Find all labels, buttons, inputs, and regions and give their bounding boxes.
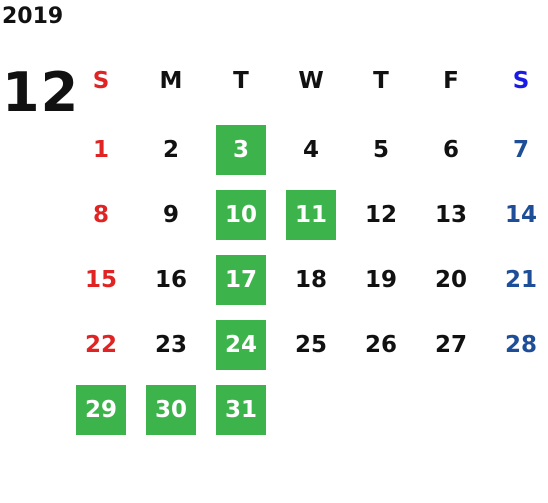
day-cell-21[interactable]: 21	[504, 267, 537, 293]
day-cell-7[interactable]: 7	[512, 137, 529, 163]
day-cell-17[interactable]: 17	[216, 255, 266, 305]
year-label: 2019	[2, 4, 64, 29]
weekday-header-0: S	[92, 68, 110, 94]
day-cell-2[interactable]: 2	[162, 137, 179, 163]
day-cell-10[interactable]: 10	[216, 190, 266, 240]
weekday-header-3: W	[298, 68, 324, 94]
weekday-header-2: T	[233, 68, 249, 94]
day-cell-6[interactable]: 6	[442, 137, 459, 163]
day-cell-15[interactable]: 15	[84, 267, 117, 293]
day-cell-25[interactable]: 25	[294, 332, 327, 358]
day-cell-29[interactable]: 29	[76, 385, 126, 435]
day-cell-20[interactable]: 20	[434, 267, 467, 293]
day-cell-22[interactable]: 22	[84, 332, 117, 358]
day-cell-23[interactable]: 23	[154, 332, 187, 358]
day-cell-11[interactable]: 11	[286, 190, 336, 240]
month-number: 12	[2, 61, 80, 124]
day-cell-14[interactable]: 14	[504, 202, 537, 228]
day-cell-18[interactable]: 18	[294, 267, 327, 293]
day-cell-26[interactable]: 26	[364, 332, 397, 358]
day-cell-19[interactable]: 19	[364, 267, 397, 293]
day-cell-4[interactable]: 4	[302, 137, 319, 163]
day-cell-31[interactable]: 31	[216, 385, 266, 435]
day-cell-3[interactable]: 3	[216, 125, 266, 175]
day-cell-27[interactable]: 27	[434, 332, 467, 358]
weekday-header-4: T	[373, 68, 389, 94]
day-cell-12[interactable]: 12	[364, 202, 397, 228]
weekday-header-6: S	[512, 68, 530, 94]
day-cell-28[interactable]: 28	[504, 332, 537, 358]
day-cell-8[interactable]: 8	[92, 202, 109, 228]
day-cell-30[interactable]: 30	[146, 385, 196, 435]
weekday-header-1: M	[159, 68, 183, 94]
day-cell-5[interactable]: 5	[372, 137, 389, 163]
day-cell-16[interactable]: 16	[154, 267, 187, 293]
day-cell-13[interactable]: 13	[434, 202, 467, 228]
day-cell-9[interactable]: 9	[162, 202, 179, 228]
weekday-header-5: F	[443, 68, 459, 94]
day-cell-1[interactable]: 1	[92, 137, 109, 163]
day-cell-24[interactable]: 24	[216, 320, 266, 370]
